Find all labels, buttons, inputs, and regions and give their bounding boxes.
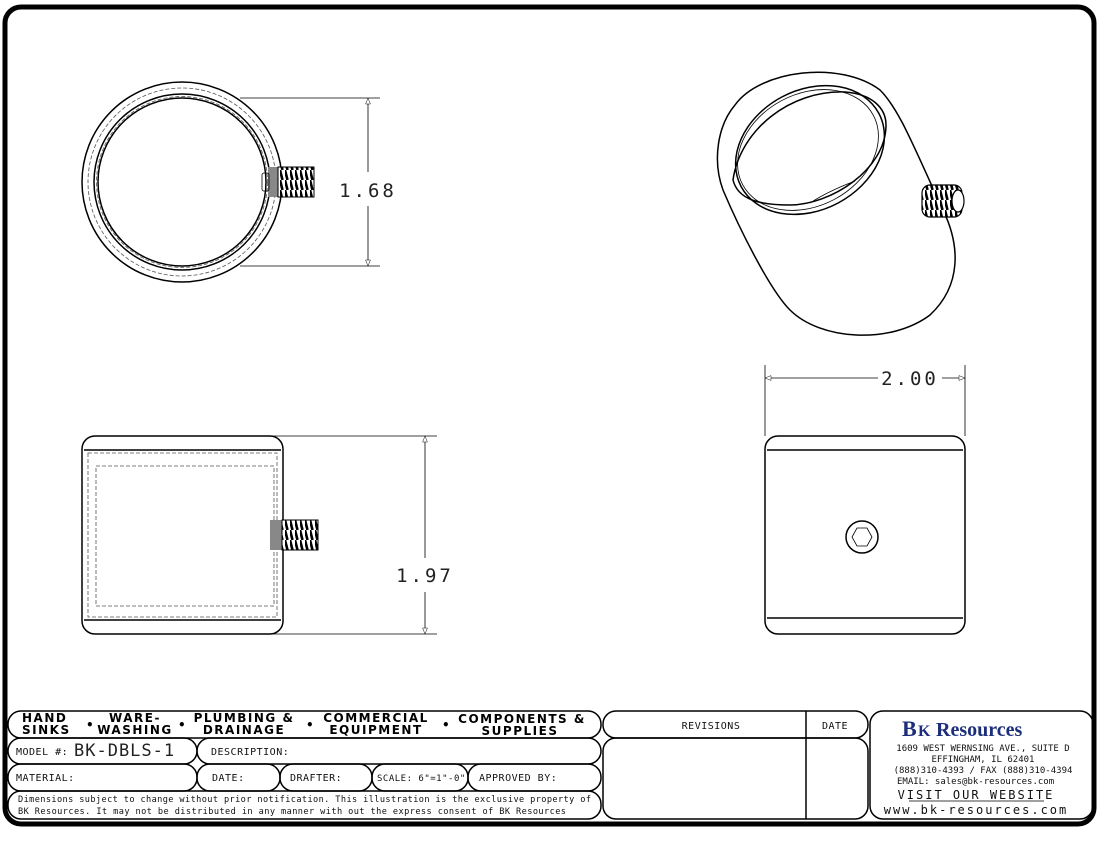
company-email: EMAIL: sales@bk-resources.com [897, 777, 1054, 787]
dimension-diameter: 1.68 [339, 180, 397, 202]
svg-text:K: K [918, 723, 931, 740]
revisions-block: REVISIONS DATE [602, 710, 869, 820]
isometric-view [716, 71, 965, 336]
description-label: DESCRIPTION: [211, 747, 289, 758]
top-view: 1.68 [81, 81, 397, 283]
svg-text:•: • [306, 718, 315, 732]
approved-by-label: APPROVED BY: [479, 773, 557, 784]
svg-text:WARE-: WARE- [109, 711, 161, 725]
category-warewashing: WARE-WASHING [97, 711, 173, 737]
visit-website-link[interactable]: VISIT OUR WEBSITE [898, 788, 1055, 802]
bk-logo: B K Resources [902, 716, 1022, 741]
set-screw-icon [921, 184, 965, 218]
material-label: MATERIAL: [16, 773, 75, 784]
front-view: 1.97 [81, 435, 454, 635]
disclaimer-line-1: Dimensions subject to change without pri… [18, 795, 591, 805]
revisions-date-header: DATE [822, 721, 848, 732]
svg-text:SUPPLIES: SUPPLIES [482, 724, 559, 738]
date-label: DATE: [212, 773, 245, 784]
side-view: 2.00 [764, 365, 966, 635]
company-address-2: EFFINGHAM, IL 62401 [932, 755, 1035, 765]
set-screw-icon [261, 166, 315, 198]
company-block: B K Resources 1609 WEST WERNSING AVE., S… [869, 710, 1094, 820]
svg-text:DRAINAGE: DRAINAGE [203, 723, 285, 737]
svg-text:HAND: HAND [22, 711, 67, 725]
svg-text:COMMERCIAL: COMMERCIAL [323, 711, 429, 725]
svg-text:•: • [442, 718, 451, 732]
company-phone: (888)310-4393 / FAX (888)310-4394 [894, 766, 1073, 776]
set-screw-icon [270, 519, 319, 551]
scale-label: SCALE: 6"=1"-0" [377, 774, 466, 784]
svg-text:SINKS: SINKS [22, 723, 71, 737]
svg-text:EQUIPMENT: EQUIPMENT [329, 723, 422, 737]
screw-head-icon [845, 520, 879, 554]
sheet-border [2, 4, 1097, 827]
dimension-width: 2.00 [881, 368, 939, 390]
model-number: BK-DBLS-1 [74, 741, 175, 761]
svg-text:B: B [902, 716, 917, 741]
category-components-supplies: COMPONENTS &SUPPLIES [458, 712, 586, 738]
svg-text:COMPONENTS &: COMPONENTS & [458, 712, 586, 726]
svg-text:•: • [178, 718, 187, 732]
hex-socket-icon [851, 527, 873, 547]
company-address-1: 1609 WEST WERNSING AVE., SUITE D [896, 744, 1069, 754]
revisions-header: REVISIONS [682, 721, 741, 732]
model-label: MODEL #: [16, 747, 68, 758]
disclaimer-line-2: BK Resources. It may not be distributed … [18, 807, 566, 817]
svg-text:PLUMBING &: PLUMBING & [194, 711, 295, 725]
drafter-label: DRAFTER: [290, 773, 342, 784]
company-website[interactable]: www.bk-resources.com [884, 803, 1069, 817]
svg-text:Resources: Resources [936, 719, 1022, 741]
svg-text:WASHING: WASHING [97, 723, 173, 737]
svg-text:•: • [86, 718, 95, 732]
category-plumbing-drainage: PLUMBING &DRAINAGE [194, 711, 295, 737]
dimension-height: 1.97 [396, 565, 454, 587]
